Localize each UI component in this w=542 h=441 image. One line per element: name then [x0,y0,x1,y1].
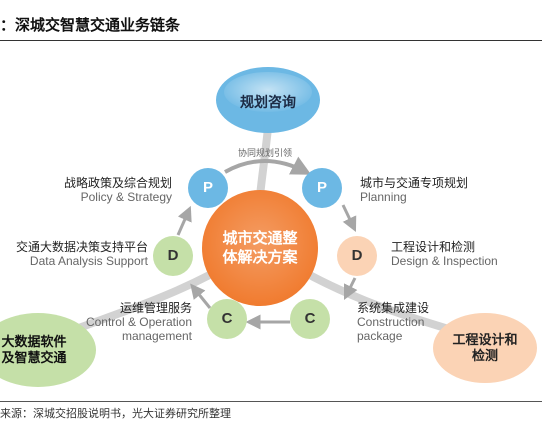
page-title: ：深城交智慧交通业务链条 [0,17,181,34]
arrow-design-to-construction [343,277,358,301]
c-left-letter: C [221,310,233,327]
p-right-circle [302,168,342,208]
arrow-planning-to-design [341,204,357,233]
top-arc-arrow [224,156,312,175]
arrow-operation-to-data [190,283,212,309]
p-left-circle [188,168,228,208]
c-right-letter: C [304,310,316,327]
d-left-circle [153,236,193,276]
bottom-divider [0,401,542,402]
top-node-label: 规划咨询 [240,94,296,110]
p-right-letter: P [316,179,327,196]
right-node-label: 工程设计和 检测 [452,332,518,363]
policy-label: 战略政策及综合规划 Policy & Strategy [63,176,172,204]
top-arc-label: 协同规划引领 [238,148,293,158]
c-left-circle [207,299,247,339]
source-note: 来源：深城交招股说明书，光大证券研究所整理 [0,408,231,420]
construction-label: 系统集成建设 Construction package [357,301,430,343]
data-analysis-label: 交通大数据决策支持平台 Data Analysis Support [15,240,148,268]
top-divider [0,40,542,41]
arrow-data-to-policy [176,205,192,236]
planning-label: 城市与交通专项规划 Planning [360,176,469,204]
operation-label: 运维管理服务 Control & Operation management [85,301,192,343]
d-right-letter: D [351,247,363,264]
left-node-label: 大数据软件 及智慧交通 [1,334,67,365]
c-right-circle [290,299,330,339]
d-right-circle [337,236,377,276]
d-left-letter: D [167,247,179,264]
left-node-bubble [0,313,96,387]
p-left-letter: P [202,179,213,196]
design-label: 工程设计和检测 Design & Inspection [391,240,498,268]
center-label: 城市交通整 体解决方案 [222,230,298,266]
right-node-bubble [433,313,537,383]
